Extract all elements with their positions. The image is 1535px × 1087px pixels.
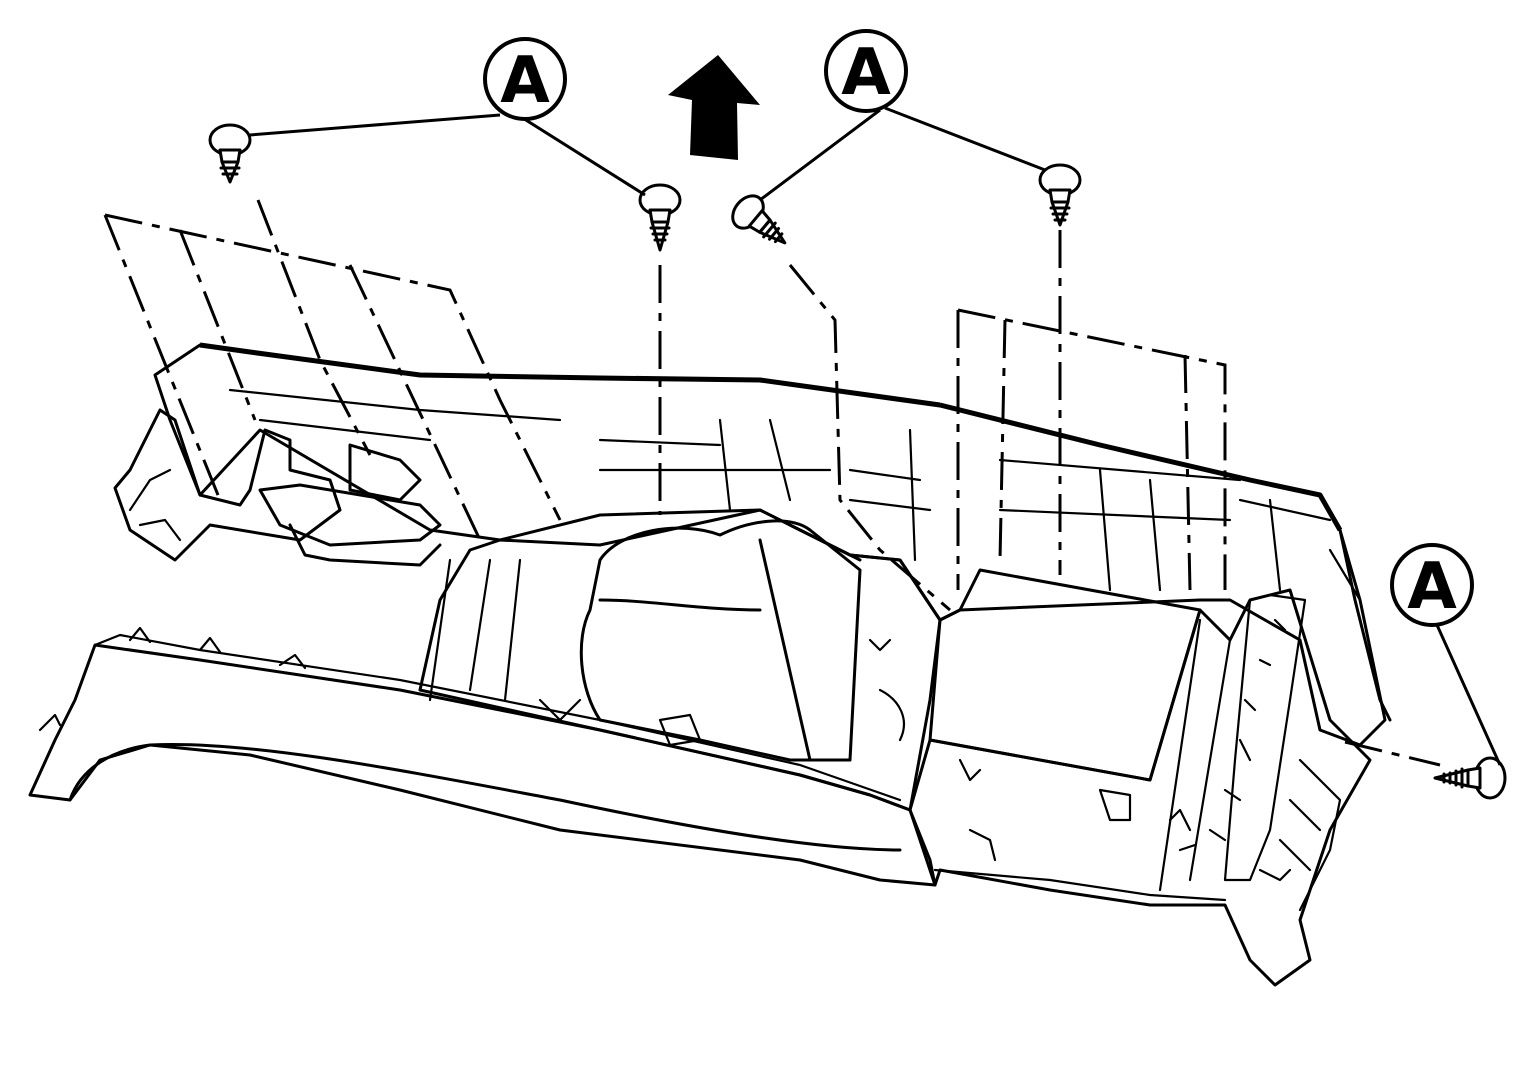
tray-lower-edge: [933, 868, 1227, 902]
right-lower-tray: [908, 588, 1372, 987]
tray-right-ribs: [1278, 758, 1342, 912]
lower-arch-clips: [38, 626, 307, 732]
screw-icon: [731, 194, 787, 245]
screw-icon: [208, 123, 252, 184]
callout-label: A: [1407, 550, 1457, 624]
cavity-bottom-details: [538, 698, 702, 747]
callout-a-1: A: [483, 37, 567, 121]
tray-walls: [1158, 618, 1232, 892]
left-bracket-detail: [128, 468, 182, 542]
cavity-left-walls: [428, 558, 522, 702]
compartment-details: [958, 758, 1132, 862]
tray-hinge-arm: [1223, 593, 1307, 882]
screw-icon: [638, 183, 682, 252]
callout-label: A: [841, 36, 891, 110]
screw-axis-lines: [103, 199, 1441, 767]
left-bracket: [113, 408, 342, 562]
lower-arch-panel: [28, 643, 937, 887]
screw-icon: [1038, 163, 1082, 227]
callout-label: A: [500, 44, 550, 118]
center-box-shape: [579, 519, 862, 762]
callout-a-3: A: [1390, 543, 1474, 627]
center-box-edge: [758, 523, 862, 762]
panel-right-edge: [1338, 528, 1392, 722]
lower-arch-top-edge: [93, 633, 902, 802]
central-cavity-frame: [418, 508, 942, 812]
left-center-trim: [258, 483, 442, 547]
callout-a-2: A: [824, 29, 908, 113]
left-tab: [348, 443, 422, 502]
cavity-right-details: [868, 638, 905, 742]
lower-arch-curve: [68, 742, 902, 852]
tray-clip-details: [1168, 808, 1292, 882]
screw-icon: [1433, 756, 1507, 800]
hinge-arm-details: [1208, 618, 1287, 842]
center-box-seam: [598, 598, 762, 612]
up-arrow-icon: [668, 55, 760, 160]
panel-ribs: [228, 388, 1362, 602]
left-center-trim-lower: [288, 523, 442, 567]
panel-top-edge: [199, 342, 941, 408]
panel-top-edge-right: [939, 402, 1343, 532]
callout-leaders: [249, 106, 1502, 766]
